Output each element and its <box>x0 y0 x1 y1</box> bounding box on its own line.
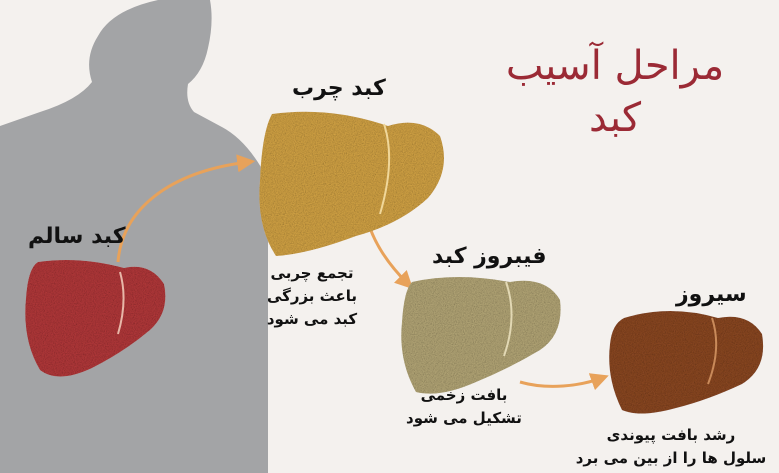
arrow-icon <box>370 228 408 284</box>
description-line: بافت زخمی <box>404 384 524 407</box>
title-line-1: مراحل آسیب <box>470 40 760 92</box>
arrow-icon <box>520 378 602 386</box>
stage-title-healthy: کبد سالم <box>28 224 126 249</box>
stage-description-fibrosis: بافت زخمی تشکیل می شود <box>404 384 524 430</box>
liver-icon-cirrhosis <box>609 311 763 414</box>
description-line: تشکیل می شود <box>404 407 524 430</box>
diagram-title: مراحل آسیب کبد <box>470 40 760 144</box>
description-line: سلول ها را از بین می برد <box>566 447 776 470</box>
title-line-2: کبد <box>470 92 760 144</box>
stage-title-fatty: کبد چرب <box>292 76 386 101</box>
stage-title-cirrhosis: سیروز <box>676 282 747 307</box>
description-line: کبد می شود <box>262 308 362 331</box>
liver-icon-fibrosis <box>401 277 560 394</box>
description-line: تجمع چربی <box>262 262 362 285</box>
description-line: رشد بافت پیوندی <box>566 424 776 447</box>
stage-title-fibrosis: فیبروز کبد <box>432 244 547 269</box>
description-line: باعث بزرگی <box>262 285 362 308</box>
stage-description-fatty: تجمع چربی باعث بزرگی کبد می شود <box>262 262 362 331</box>
stage-description-cirrhosis: رشد بافت پیوندی سلول ها را از بین می برد <box>566 424 776 470</box>
liver-icon-fatty <box>259 112 444 256</box>
